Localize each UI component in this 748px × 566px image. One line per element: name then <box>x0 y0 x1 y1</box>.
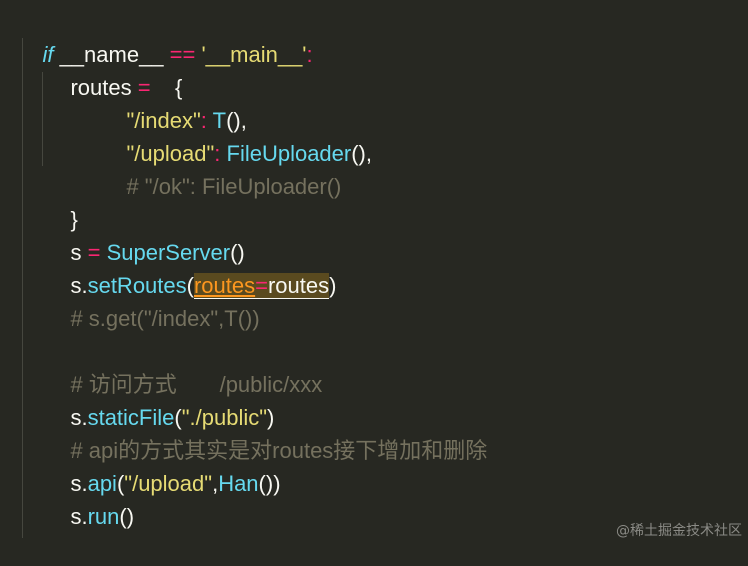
parens: (), <box>351 141 372 166</box>
paren-close: ) <box>267 405 275 430</box>
identifier-s: s <box>70 240 88 265</box>
operator-eq: == <box>169 42 196 67</box>
string-main: '__main__' <box>201 42 307 67</box>
string-upload: "/upload" <box>124 471 213 496</box>
code-line-14[interactable]: s.api("/upload",Han()) <box>46 434 280 496</box>
code-line-6[interactable]: } <box>46 170 77 232</box>
identifier-s-dot: s. <box>70 504 88 529</box>
string-public: "./public" <box>181 405 268 430</box>
parens: (), <box>226 108 247 133</box>
operator-assign: = <box>87 240 101 265</box>
colon: : <box>306 42 313 67</box>
code-line-13[interactable]: # api的方式其实是对routes接下增加和删除 <box>46 401 487 463</box>
watermark: @稀土掘金技术社区 <box>616 523 742 539</box>
code-line-7[interactable]: s = SuperServer() <box>46 203 244 265</box>
operator-assign: = <box>137 75 151 100</box>
function-staticFile: staticFile <box>87 405 175 430</box>
paren-open: ( <box>116 471 125 496</box>
arg-routes: routes <box>267 273 330 298</box>
parens: () <box>119 504 135 529</box>
paren-open: ( <box>186 273 194 298</box>
brace-open: { <box>150 75 183 100</box>
code-line-4[interactable]: "/upload": FileUploader(), <box>102 104 372 166</box>
identifier-s-dot: s. <box>70 471 88 496</box>
indent-guide-outer <box>22 38 23 538</box>
code-line-15[interactable]: s.run() <box>46 467 134 529</box>
function-run: run <box>87 504 120 529</box>
comment-access: # 访问方式 /public/xxx <box>70 372 323 397</box>
brace-close: } <box>70 207 78 232</box>
string-index: "/index" <box>126 108 201 133</box>
code-line-1[interactable]: if __name__ == '__main__': <box>18 5 312 67</box>
string-upload: "/upload" <box>126 141 215 166</box>
identifier-name: __name__ <box>53 42 170 67</box>
code-line-11[interactable]: # 访问方式 /public/xxx <box>46 335 322 397</box>
comment-ok: # "/ok": FileUploader() <box>126 174 342 199</box>
selection-highlight[interactable]: routes=routes <box>193 273 330 299</box>
function-Han: Han <box>218 471 259 496</box>
comment-api: # api的方式其实是对routes接下增加和删除 <box>70 438 488 463</box>
function-setRoutes: setRoutes <box>87 273 187 298</box>
function-FileUploader: FileUploader <box>226 141 352 166</box>
function-T: T <box>212 108 227 133</box>
comma: , <box>212 471 219 496</box>
keyword-if: if <box>42 42 54 67</box>
identifier-s-dot: s. <box>70 273 88 298</box>
code-line-8[interactable]: s.setRoutes(routes=routes) <box>46 236 336 299</box>
comment-get: # s.get("/index",T()) <box>70 306 260 331</box>
code-line-2[interactable]: routes = { <box>46 38 182 100</box>
identifier-routes: routes <box>70 75 138 100</box>
code-line-3[interactable]: "/index": T(), <box>102 71 246 133</box>
code-editor[interactable]: if __name__ == '__main__': routes = { "/… <box>0 0 748 546</box>
operator-assign: = <box>255 273 268 298</box>
function-api: api <box>87 471 117 496</box>
parens-close: ()) <box>258 471 281 496</box>
colon: : <box>200 108 207 133</box>
code-line-12[interactable]: s.staticFile("./public") <box>46 368 274 430</box>
colon: : <box>214 141 221 166</box>
paren-open: ( <box>174 405 182 430</box>
param-routes: routes <box>193 273 256 298</box>
function-SuperServer: SuperServer <box>106 240 231 265</box>
code-line-9[interactable]: # s.get("/index",T()) <box>46 269 259 331</box>
indent-guide-dict <box>42 72 43 166</box>
code-line-5[interactable]: # "/ok": FileUploader() <box>102 137 341 199</box>
identifier-s-dot: s. <box>70 405 88 430</box>
paren-close: ) <box>329 273 337 298</box>
parens: () <box>230 240 245 265</box>
